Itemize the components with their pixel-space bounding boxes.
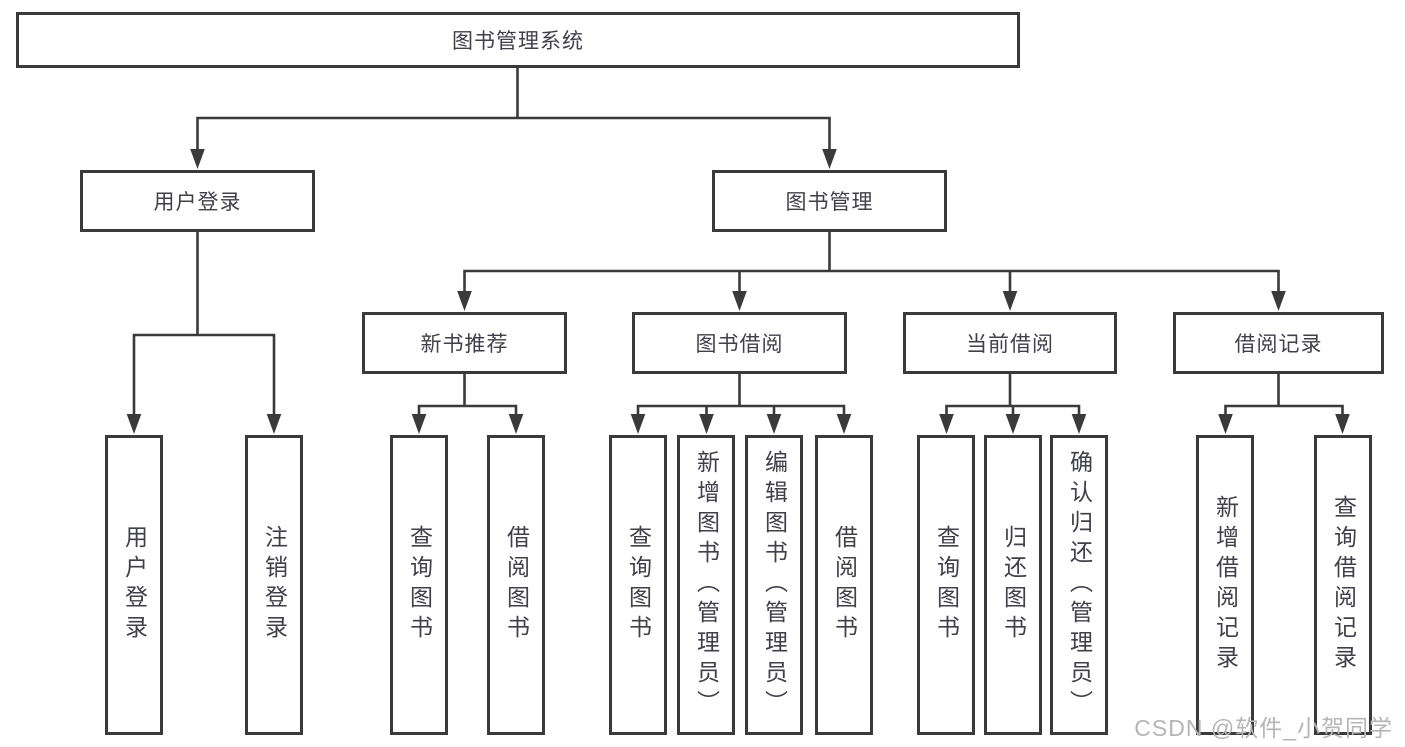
node-book-borrowing: 图书借阅 xyxy=(632,312,847,374)
leaf-add-books-admin: 新增图书（管理员） xyxy=(677,435,735,735)
leaf-query-books-borrowing: 查询图书 xyxy=(609,435,667,735)
leaf-borrow-books-recommend: 借阅图书 xyxy=(487,435,545,735)
node-root-system: 图书管理系统 xyxy=(16,12,1020,68)
node-user-login-branch: 用户登录 xyxy=(80,170,315,232)
leaf-borrow-books-borrowing: 借阅图书 xyxy=(815,435,873,735)
node-book-management-branch: 图书管理 xyxy=(712,170,947,232)
leaf-add-borrow-record: 新增借阅记录 xyxy=(1196,435,1254,735)
node-current-borrowing: 当前借阅 xyxy=(903,312,1117,374)
leaf-query-books-current: 查询图书 xyxy=(917,435,975,735)
node-new-book-recommendation: 新书推荐 xyxy=(362,312,567,374)
leaf-logout: 注销登录 xyxy=(245,435,303,735)
leaf-query-books-recommend: 查询图书 xyxy=(390,435,448,735)
leaf-user-login: 用户登录 xyxy=(105,435,163,735)
leaf-confirm-return-admin: 确认归还（管理员） xyxy=(1050,435,1108,735)
leaf-query-borrow-record: 查询借阅记录 xyxy=(1314,435,1372,735)
node-borrowing-records: 借阅记录 xyxy=(1173,312,1384,374)
leaf-return-books: 归还图书 xyxy=(984,435,1042,735)
leaf-edit-books-admin: 编辑图书（管理员） xyxy=(745,435,803,735)
csdn-watermark: CSDN @软件_小贺同学 xyxy=(1134,715,1393,741)
